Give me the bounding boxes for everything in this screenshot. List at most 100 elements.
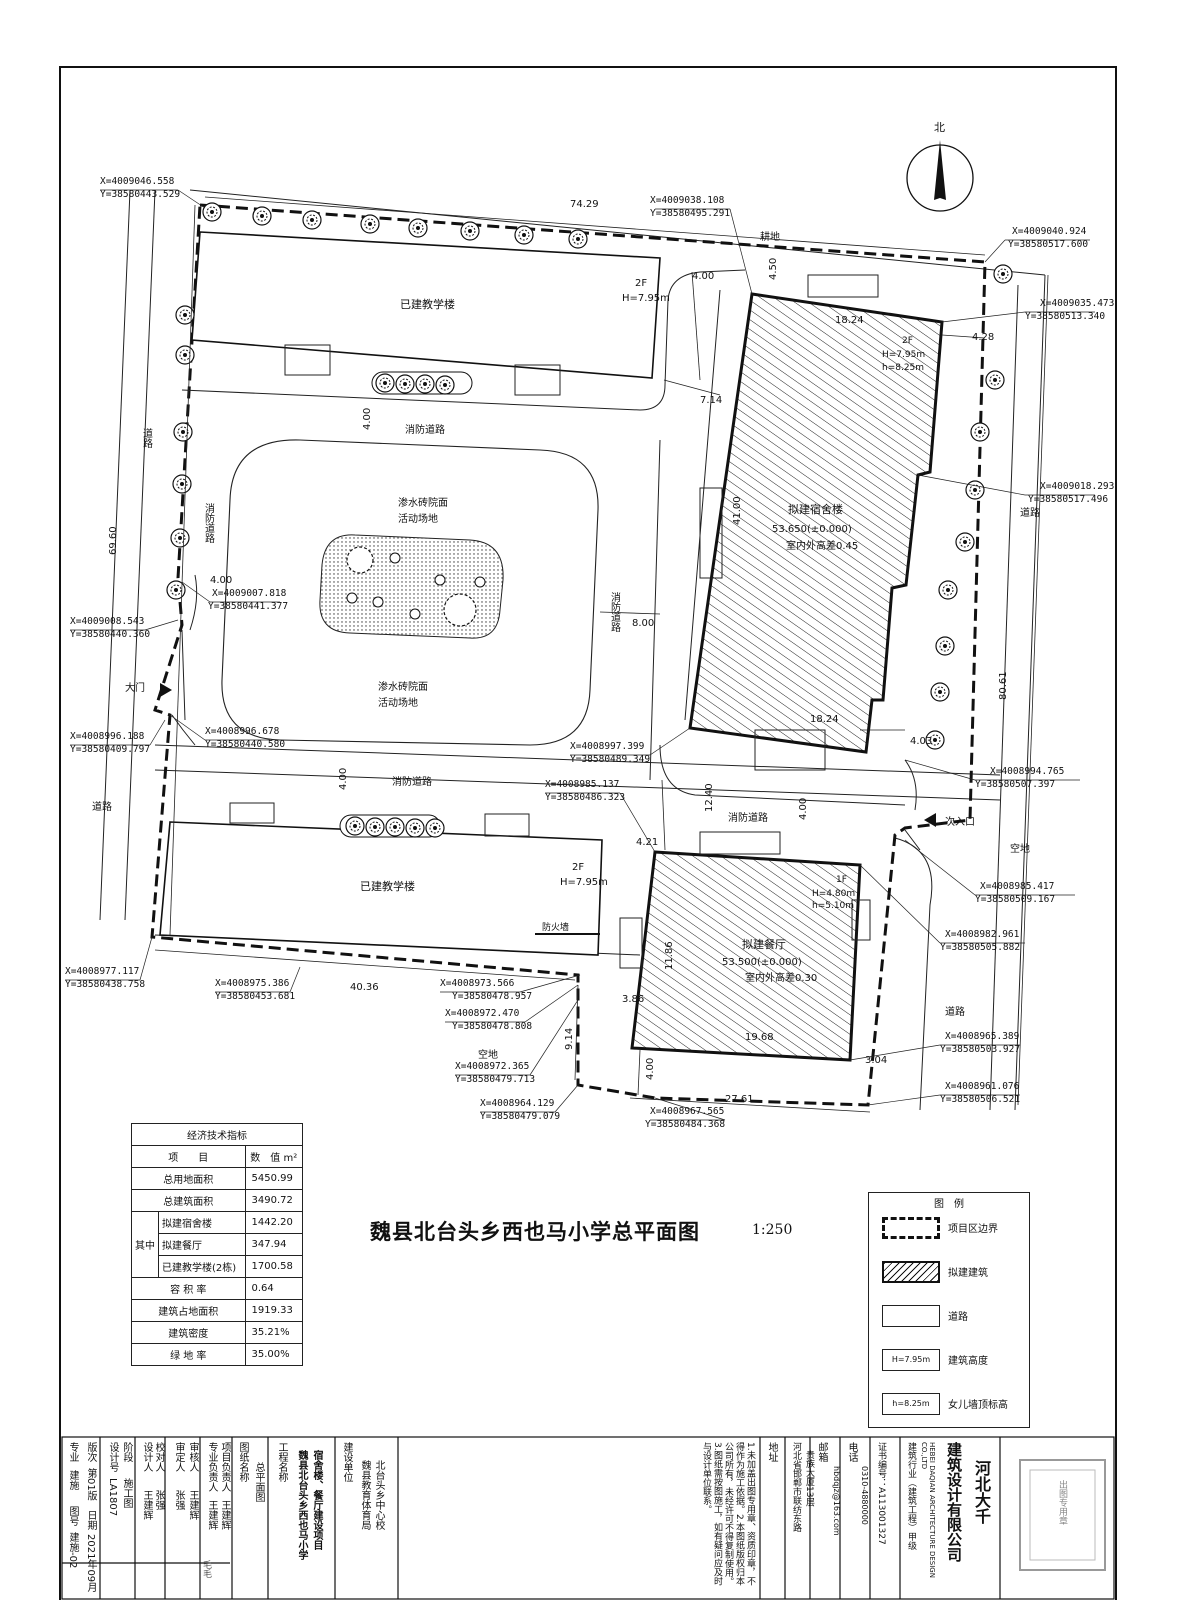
- indicator-title: 经济技术指标: [131, 1123, 303, 1146]
- svg-text:Y=38580479.079: Y=38580479.079: [480, 1111, 560, 1122]
- play2b-label: 活动场地: [378, 696, 418, 709]
- canteen-floors: 1F: [836, 875, 847, 885]
- svg-text:北: 北: [934, 121, 945, 134]
- indicator-row-name: 容 积 率: [131, 1277, 246, 1300]
- svg-text:X=4008973.566: X=4008973.566: [440, 978, 515, 989]
- existing-teaching-building-top: [191, 231, 661, 396]
- role-name: 王建辉: [187, 1490, 198, 1520]
- garden-bed: [319, 534, 504, 639]
- indicator-head-item: 项 目: [131, 1145, 246, 1168]
- legend-label: 项目区边界: [948, 1224, 998, 1235]
- svg-text:Y=38580517.496: Y=38580517.496: [1028, 494, 1108, 505]
- road-bottom-right-label: 道路: [945, 1005, 965, 1018]
- fax-label: 邮箱: [816, 1442, 827, 1462]
- svg-text:X=4008996.188: X=4008996.188: [70, 731, 145, 742]
- client-name-2: 北台头乡中心校: [373, 1460, 384, 1530]
- signature: 毛毛: [201, 1560, 211, 1578]
- company-en: HEBEI DAQIAN ARCHITECTURE DESIGN CO.,LTD: [920, 1442, 936, 1578]
- legend-label: 建筑高度: [948, 1356, 988, 1367]
- indicator-row-name: 总建筑面积: [131, 1189, 246, 1212]
- svg-text:27.61: 27.61: [725, 1094, 754, 1105]
- role: 审定人: [173, 1442, 184, 1472]
- teach-top-floors: 2F: [635, 278, 647, 289]
- side-gate-label: 次入口: [945, 815, 975, 828]
- north-arrow: 北: [906, 121, 974, 212]
- legend-label: 拟建建筑: [948, 1268, 988, 1279]
- svg-text:X=4008972.470: X=4008972.470: [445, 1008, 520, 1019]
- play1a-label: 渗水砖院面: [398, 496, 448, 509]
- indicator-row-value: 5450.99: [244, 1167, 303, 1190]
- svg-text:4.50: 4.50: [768, 258, 779, 280]
- svg-text:Y=38580479.713: Y=38580479.713: [455, 1074, 535, 1085]
- drawing-scale: 1:250: [752, 1222, 793, 1238]
- dorm-elev: 53.650(±0.000): [772, 524, 852, 535]
- addr: 河北省邯郸市联纺东路: [791, 1442, 801, 1532]
- tel: 0310-4880000: [860, 1466, 869, 1525]
- indicator-row-name: 建筑密度: [131, 1321, 246, 1344]
- dorm-floors: 2F: [902, 336, 913, 346]
- svg-text:X=4008985.417: X=4008985.417: [980, 881, 1054, 892]
- tel-label: 电话: [846, 1442, 857, 1462]
- svg-text:X=4009040.924: X=4009040.924: [1012, 226, 1087, 237]
- indicator-row-value: 35.00%: [244, 1343, 303, 1366]
- boundary-symbol: [882, 1217, 940, 1239]
- project-label: 工程名称: [276, 1442, 287, 1482]
- space-right-label: 空地: [1010, 842, 1030, 855]
- svg-text:Y=38580438.758: Y=38580438.758: [65, 979, 145, 990]
- svg-text:18.24: 18.24: [810, 714, 839, 725]
- garden-trees: [346, 546, 486, 627]
- indicator-row-value: 0.64: [244, 1277, 303, 1300]
- fire-road-bottom-label: 消防道路: [728, 811, 768, 824]
- canteen-elev: 53.500(±0.000): [722, 957, 802, 968]
- dorm-parapet: h=8.25m: [882, 363, 924, 373]
- svg-text:Y=38580486.323: Y=38580486.323: [545, 792, 625, 803]
- svg-text:3.86: 3.86: [622, 994, 644, 1005]
- date-label: 日期: [85, 1510, 96, 1530]
- play1b-label: 活动场地: [398, 512, 438, 525]
- svg-text:X=4009008.543: X=4009008.543: [70, 616, 144, 627]
- company-name-2: 建筑设计有限公司: [945, 1442, 963, 1562]
- seal-text: 出图专用章: [1057, 1480, 1067, 1525]
- svg-text:X=4009018.293: X=4009018.293: [1040, 481, 1114, 492]
- play2a-label: 渗水砖院面: [378, 680, 428, 693]
- legend-item: h=8.25m 女儿墙顶标高: [882, 1393, 1022, 1415]
- addr-label: 地址: [766, 1442, 777, 1462]
- stage: 建施: [67, 1470, 78, 1490]
- indicator-row-value: 3490.72: [244, 1189, 303, 1212]
- svg-text:Y=38580509.167: Y=38580509.167: [975, 894, 1055, 905]
- phase2: 施工图: [121, 1478, 132, 1508]
- drawing-label: 图纸名称: [237, 1442, 248, 1482]
- drawing-name: 总平面图: [253, 1462, 264, 1502]
- canteen-name: 拟建餐厅: [742, 937, 786, 951]
- dwg-no-label: 图号: [67, 1506, 78, 1526]
- role-name: 张强: [153, 1490, 164, 1510]
- company-name: 河北大千: [972, 1460, 991, 1524]
- legend: 图 例 项目区边界 拟建建筑 道路 H=7.95m 建筑高度 h=8.25m 女…: [868, 1192, 1030, 1428]
- svg-text:4.00: 4.00: [692, 271, 714, 282]
- phase-label: 设计号: [107, 1442, 118, 1472]
- main-gate-label: 大门: [125, 681, 145, 694]
- ver-label: 版次: [85, 1442, 96, 1462]
- road-right-label: 道路: [1020, 506, 1040, 519]
- legend-item: 项目区边界: [882, 1217, 1022, 1239]
- client-name: 魏县教育体育局: [359, 1460, 370, 1530]
- svg-text:X=4008975.386: X=4008975.386: [215, 978, 290, 989]
- svg-text:X=4008972.365: X=4008972.365: [455, 1061, 529, 1072]
- company-seal: [1019, 1459, 1106, 1571]
- role-name: 王建辉: [141, 1490, 152, 1520]
- main-gate-arrow-icon: [160, 683, 172, 697]
- dwg-no: 建施-02: [67, 1532, 78, 1569]
- indicator-row-name: 建筑占地面积: [131, 1299, 246, 1322]
- project-name-2: 宿舍楼、餐厅建设项目: [311, 1450, 322, 1550]
- playground-track: [221, 439, 599, 746]
- stage-label: 专业: [67, 1442, 78, 1462]
- svg-text:X=4008994.765: X=4008994.765: [990, 766, 1064, 777]
- svg-text:Y=38580505.882: Y=38580505.882: [940, 942, 1020, 953]
- fire-road-top-label: 消防道路: [405, 423, 445, 436]
- addr2: 贵族大厦13层: [804, 1450, 814, 1507]
- svg-text:Y=38580441.377: Y=38580441.377: [208, 601, 288, 612]
- role-name: 王建辉: [206, 1500, 217, 1530]
